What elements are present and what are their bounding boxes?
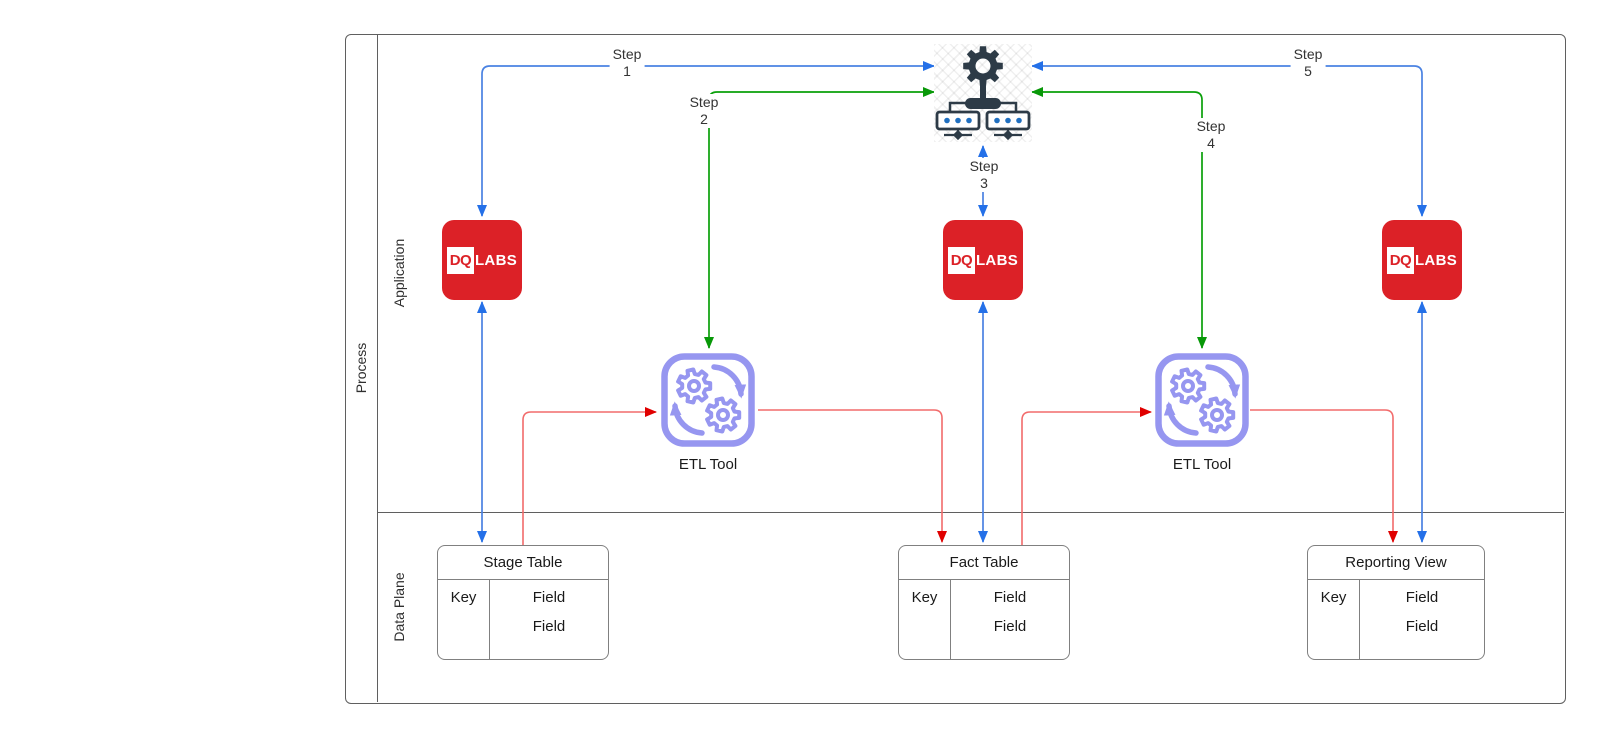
dqlabs-logo-labs: LABS bbox=[474, 251, 518, 269]
dqlabs-logo-labs: LABS bbox=[1414, 251, 1458, 269]
table-field-cell: Field bbox=[1405, 589, 1439, 606]
table-fields: Field Field bbox=[951, 580, 1069, 659]
table-field-cell: Field bbox=[532, 618, 566, 635]
table-title: Stage Table bbox=[438, 546, 608, 580]
table-key-cell: Key bbox=[899, 580, 951, 659]
table-body: Key Field Field bbox=[899, 580, 1069, 659]
network-sub-nodes bbox=[944, 129, 1022, 141]
gear-network-icon bbox=[934, 44, 1032, 142]
table-title: Fact Table bbox=[899, 546, 1069, 580]
pool-header-divider bbox=[377, 34, 378, 702]
gear-stem bbox=[980, 82, 986, 100]
hub-branches bbox=[948, 101, 1018, 112]
lane-label-application: Application bbox=[391, 238, 407, 308]
table-body: Key Field Field bbox=[1308, 580, 1484, 659]
gear-network-icon-svg bbox=[935, 46, 1031, 141]
table-field-cell: Field bbox=[532, 589, 566, 606]
process-pool bbox=[345, 34, 1566, 704]
lane-label-data-plane: Data Plane bbox=[391, 572, 407, 642]
dqlabs-logo-dq: DQ bbox=[1386, 246, 1414, 274]
gear-icon bbox=[963, 46, 1003, 86]
table-fields: Field Field bbox=[1360, 580, 1484, 659]
network-node-boxes bbox=[935, 110, 1031, 131]
table-fields: Field Field bbox=[490, 580, 608, 659]
table-field-cell: Field bbox=[993, 589, 1027, 606]
pool-title: Process bbox=[353, 342, 369, 394]
etl-tool-1 bbox=[660, 352, 756, 448]
etl-tool-2-label: ETL Tool bbox=[1172, 456, 1232, 473]
etl-tool-2 bbox=[1154, 352, 1250, 448]
table-body: Key Field Field bbox=[438, 580, 608, 659]
etl-sync-gears-icon bbox=[661, 353, 755, 447]
hub-bar bbox=[965, 98, 1001, 109]
table-field-cell: Field bbox=[1405, 618, 1439, 635]
table-key-cell: Key bbox=[1308, 580, 1360, 659]
table-key-cell: Key bbox=[438, 580, 490, 659]
etl-tool-1-label: ETL Tool bbox=[678, 456, 738, 473]
dqlabs-logo-dq: DQ bbox=[446, 246, 474, 274]
table-title: Reporting View bbox=[1308, 546, 1484, 580]
dqlabs-logo-dq: DQ bbox=[947, 246, 975, 274]
dqlabs-logo-labs: LABS bbox=[975, 251, 1019, 269]
fact-table: Fact Table Key Field Field bbox=[898, 545, 1070, 660]
table-field-cell: Field bbox=[993, 618, 1027, 635]
stage-table: Stage Table Key Field Field bbox=[437, 545, 609, 660]
etl-sync-gears-icon bbox=[1155, 353, 1249, 447]
lane-divider bbox=[377, 512, 1564, 513]
reporting-view-table: Reporting View Key Field Field bbox=[1307, 545, 1485, 660]
